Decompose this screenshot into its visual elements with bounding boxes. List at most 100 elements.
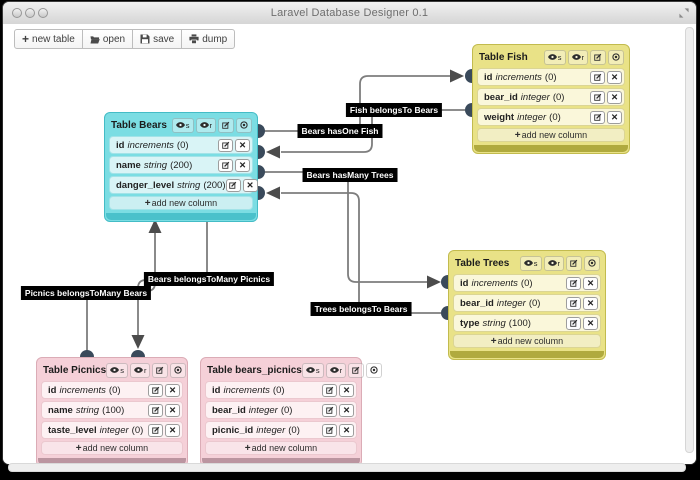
edit-column-button[interactable] xyxy=(566,296,581,310)
eye-r-button[interactable]: r xyxy=(129,362,151,378)
edit-column-button[interactable] xyxy=(590,70,605,84)
target-icon xyxy=(370,366,378,374)
delete-column-button[interactable]: ✕ xyxy=(165,383,180,397)
edit-table-button[interactable] xyxy=(590,49,606,65)
edit-column-button[interactable] xyxy=(148,403,163,417)
delete-column-button[interactable]: ✕ xyxy=(235,158,250,172)
save-disk-icon xyxy=(140,34,150,44)
delete-column-button[interactable]: ✕ xyxy=(235,138,250,152)
edit-table-button[interactable] xyxy=(218,117,234,133)
delete-column-button[interactable]: ✕ xyxy=(607,110,622,124)
add-column-button[interactable]: +add new column xyxy=(205,441,357,455)
relationship-label[interactable]: Bears hasOne Fish xyxy=(297,124,383,138)
edit-column-button[interactable] xyxy=(566,276,581,290)
open-button[interactable]: open xyxy=(81,29,134,49)
delete-column-button[interactable]: ✕ xyxy=(583,296,598,310)
minimize-button[interactable] xyxy=(25,8,35,18)
table-title: Table Fish xyxy=(479,51,528,63)
relationship-label[interactable]: Picnics belongsToMany Bears xyxy=(20,286,152,300)
relationship-label[interactable]: Bears belongsToMany Picnics xyxy=(143,272,275,286)
edit-column-button[interactable] xyxy=(218,158,233,172)
table-card-trees[interactable]: Table Trees s r id increments (0) ✕ bear… xyxy=(448,250,606,360)
horizontal-scrollbar[interactable] xyxy=(8,463,686,472)
edit-column-button[interactable] xyxy=(322,423,337,437)
wire-trees-belongsto-bears[interactable] xyxy=(281,192,441,314)
delete-column-button[interactable]: ✕ xyxy=(165,403,180,417)
eye-r-button[interactable]: r xyxy=(543,255,564,271)
eye-icon xyxy=(329,367,339,373)
delete-column-button[interactable]: ✕ xyxy=(165,423,180,437)
close-button[interactable] xyxy=(12,8,22,18)
save-button[interactable]: save xyxy=(132,29,183,49)
wire-bears-hasmany-trees[interactable] xyxy=(258,171,427,283)
arrowhead xyxy=(427,275,441,289)
edit-column-button[interactable] xyxy=(322,383,337,397)
pencil-icon xyxy=(151,406,159,414)
edit-column-button[interactable] xyxy=(322,403,337,417)
pencil-icon xyxy=(229,181,237,189)
new-table-button[interactable]: + new table xyxy=(14,29,83,49)
column-size: (0) xyxy=(544,71,557,83)
edit-column-button[interactable] xyxy=(590,110,605,124)
delete-column-button[interactable]: ✕ xyxy=(583,276,598,290)
relationship-label[interactable]: Bears hasMany Trees xyxy=(302,168,398,182)
eye-s-button[interactable]: s xyxy=(106,362,128,378)
table-card-bears[interactable]: Table Bears s r id increments (0) ✕ name… xyxy=(104,112,258,222)
eye-s-button[interactable]: s xyxy=(543,49,566,65)
target-button[interactable] xyxy=(170,362,187,378)
table-card-bears-picnics[interactable]: Table bears_picnics s r id increments (0… xyxy=(200,357,383,467)
delete-column-button[interactable]: ✕ xyxy=(583,316,598,330)
add-column-button[interactable]: +add new column xyxy=(453,334,601,348)
eye-s-button[interactable]: s xyxy=(301,362,324,378)
add-column-label: add new column xyxy=(521,130,588,140)
edit-table-button[interactable] xyxy=(152,362,169,378)
x-icon: ✕ xyxy=(586,297,595,308)
delete-column-button[interactable]: ✕ xyxy=(339,403,354,417)
edit-column-button[interactable] xyxy=(148,423,163,437)
relationship-label[interactable]: Fish belongsTo Bears xyxy=(345,103,443,117)
edit-column-button[interactable] xyxy=(225,178,241,192)
eye-s-button[interactable]: s xyxy=(171,117,194,133)
edit-column-button[interactable] xyxy=(566,316,581,330)
x-icon: ✕ xyxy=(246,179,254,190)
delete-column-button[interactable]: ✕ xyxy=(339,423,354,437)
add-column-button[interactable]: +add new column xyxy=(477,128,625,142)
fullscreen-icon[interactable] xyxy=(679,8,689,18)
table-card-fish[interactable]: Table Fish s r id increments (0) ✕ bear_… xyxy=(472,44,630,154)
vertical-scrollbar[interactable] xyxy=(685,27,694,453)
delete-column-button[interactable]: ✕ xyxy=(339,383,354,397)
edit-column-button[interactable] xyxy=(148,383,163,397)
eye-s-button[interactable]: s xyxy=(519,255,542,271)
column-size: (0) xyxy=(280,404,293,416)
target-button[interactable] xyxy=(608,49,624,65)
eye-icon xyxy=(305,367,315,373)
target-button[interactable] xyxy=(584,255,600,271)
eye-r-button[interactable]: r xyxy=(325,362,347,378)
edit-column-button[interactable] xyxy=(590,90,605,104)
target-button[interactable] xyxy=(236,117,252,133)
delete-column-button[interactable]: ✕ xyxy=(607,90,622,104)
eye-r-button[interactable]: r xyxy=(195,117,216,133)
edit-table-button[interactable] xyxy=(348,362,365,378)
target-button[interactable] xyxy=(366,362,383,378)
delete-column-button[interactable]: ✕ xyxy=(242,178,258,192)
relationship-label[interactable]: Trees belongsTo Bears xyxy=(310,302,412,316)
save-label: save xyxy=(153,33,175,45)
column-name: weight xyxy=(484,111,515,123)
zoom-button[interactable] xyxy=(38,8,48,18)
add-column-button[interactable]: +add new column xyxy=(109,196,253,210)
dump-button[interactable]: dump xyxy=(181,29,236,49)
window-title: Laravel Database Designer 0.1 xyxy=(270,7,429,19)
table-card-picnics[interactable]: Table Picnics s r id increments (0) ✕ na… xyxy=(36,357,188,467)
eye-icon xyxy=(175,122,185,128)
eye-icon xyxy=(110,367,120,373)
add-column-button[interactable]: +add new column xyxy=(41,441,183,455)
pencil-icon xyxy=(221,161,229,169)
edit-column-button[interactable] xyxy=(218,138,233,152)
x-icon: ✕ xyxy=(168,384,177,395)
eye-r-button[interactable]: r xyxy=(567,49,588,65)
delete-column-button[interactable]: ✕ xyxy=(607,70,622,84)
table-header: Table Bears s r xyxy=(111,117,252,133)
column-row: id increments (0) ✕ xyxy=(205,381,357,399)
edit-table-button[interactable] xyxy=(566,255,582,271)
